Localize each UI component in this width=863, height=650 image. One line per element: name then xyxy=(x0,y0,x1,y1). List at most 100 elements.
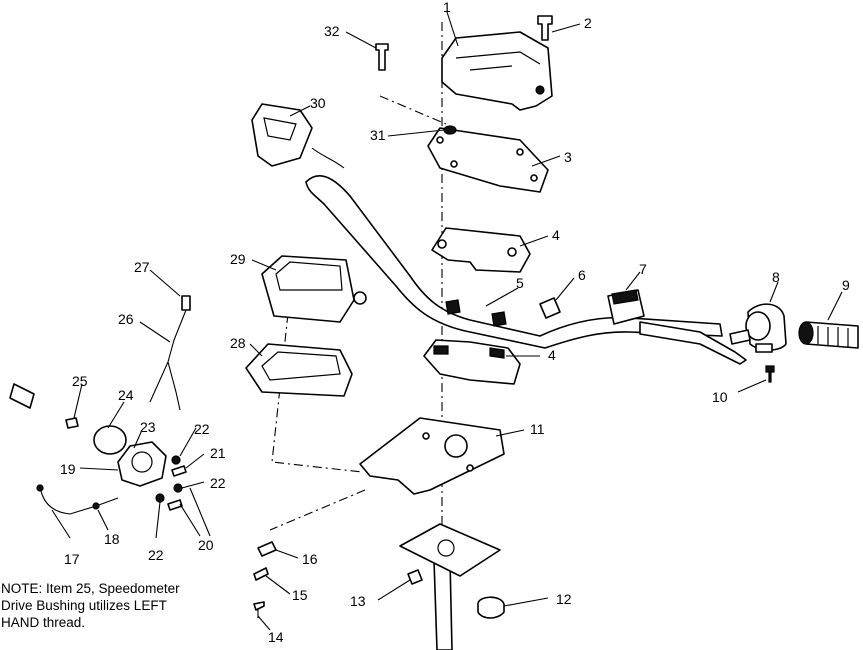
callout-26: 26 xyxy=(118,311,134,327)
screw-21 xyxy=(171,465,187,477)
callout-19: 19 xyxy=(60,461,76,477)
mounting-bracket xyxy=(359,417,505,495)
callout-5: 5 xyxy=(516,275,524,291)
screw-23 xyxy=(65,417,79,429)
lower-clamp-knurl-2 xyxy=(489,347,505,359)
throttle-screw xyxy=(765,365,775,383)
brake-lever xyxy=(639,321,747,365)
callout-3: 3 xyxy=(564,149,572,165)
nut-22-c xyxy=(155,493,165,503)
lower-clamp-knurl-1 xyxy=(433,345,449,355)
handlebar-knurl-1 xyxy=(445,299,461,315)
throttle-lever xyxy=(729,329,751,345)
key-15 xyxy=(253,567,269,581)
speedometer-face xyxy=(275,261,343,291)
steering-post xyxy=(433,559,453,650)
seal-24 xyxy=(93,425,127,455)
callout-21: 21 xyxy=(210,445,226,461)
speedometer-note: NOTE: Item 25, Speedometer Drive Bushing… xyxy=(1,580,241,631)
key-16 xyxy=(257,541,277,557)
mounting-bracket-hole-1 xyxy=(422,432,430,440)
note-line-1: NOTE: Item 25, Speedometer xyxy=(1,581,180,596)
speedometer-cover xyxy=(245,343,353,397)
bolt32-axis-line xyxy=(379,95,447,125)
cover-bolt-hole xyxy=(535,85,545,95)
callout-22-bottom: 22 xyxy=(148,547,164,563)
callout-14: 14 xyxy=(268,629,284,645)
callout-30: 30 xyxy=(310,95,326,111)
callout-32: 32 xyxy=(324,23,340,39)
base-plate xyxy=(399,523,501,577)
callout-4-upper: 4 xyxy=(552,227,560,243)
throttle-housing-bore xyxy=(745,311,771,341)
callout-8: 8 xyxy=(772,269,780,285)
nut-22-a xyxy=(171,455,181,465)
switch-housing xyxy=(251,103,313,167)
handlebar-cover xyxy=(441,31,553,111)
callout-1: 1 xyxy=(443,0,451,15)
callout-6: 6 xyxy=(578,267,586,283)
steering-nut xyxy=(407,569,423,585)
handgrip xyxy=(805,321,859,349)
switch-wires xyxy=(311,147,345,169)
callout-10: 10 xyxy=(712,389,728,405)
drive-housing-bore xyxy=(131,451,153,473)
callout-15: 15 xyxy=(292,587,308,603)
callout-28: 28 xyxy=(230,335,246,351)
note-line-3: HAND thread. xyxy=(1,615,86,630)
speedometer-cable xyxy=(149,309,187,411)
callout-24: 24 xyxy=(118,387,134,403)
sensor-wire-17 xyxy=(39,485,119,515)
cap-plate xyxy=(427,127,549,193)
nut-22-b xyxy=(173,483,183,493)
callout-7: 7 xyxy=(639,261,647,277)
speedometer-axis-line xyxy=(271,294,363,473)
bushing xyxy=(539,297,561,319)
bushing-25 xyxy=(9,383,35,409)
sensor-17-end xyxy=(36,484,44,492)
callout-9: 9 xyxy=(842,277,850,293)
washer xyxy=(443,125,457,135)
handlebar-cover-top xyxy=(455,51,541,71)
brake-lever-clamp-top xyxy=(611,289,639,305)
upper-clamp-hole-2 xyxy=(507,247,517,257)
callout-17: 17 xyxy=(64,551,80,567)
callout-25: 25 xyxy=(72,373,88,389)
callout-13: 13 xyxy=(350,593,366,609)
upper-clamp xyxy=(431,227,531,273)
mounting-bracket-bore xyxy=(444,434,468,458)
callout-16: 16 xyxy=(302,551,318,567)
switch-housing-detail xyxy=(263,117,297,141)
handgrip-end xyxy=(798,321,814,345)
screw-20 xyxy=(167,499,183,511)
callout-20: 20 xyxy=(198,537,214,553)
cap-plate-hole-2 xyxy=(516,148,524,156)
callout-23: 23 xyxy=(140,419,156,435)
base-plate-hole xyxy=(437,539,455,557)
speedometer-knob xyxy=(353,291,367,305)
mounting-bracket-hole-2 xyxy=(466,464,474,472)
handlebar-knurl-2 xyxy=(491,311,507,327)
cable-fitting-27 xyxy=(181,295,191,311)
handgrip-ribs xyxy=(817,326,849,347)
callout-12: 12 xyxy=(556,591,572,607)
cover-bolt xyxy=(537,15,553,41)
cap-plate-hole-1 xyxy=(436,136,444,144)
callout-2: 2 xyxy=(584,15,592,31)
note-line-2: Drive Bushing utilizes LEFT xyxy=(1,598,167,613)
throttle-housing-base xyxy=(755,343,773,353)
mount-bolt xyxy=(375,43,389,71)
pin-14 xyxy=(253,601,265,611)
cap-plate-hole-3 xyxy=(450,160,458,168)
callout-31: 31 xyxy=(370,127,386,143)
callout-22: 22 xyxy=(194,421,210,437)
callout-11: 11 xyxy=(530,421,545,437)
clip-18 xyxy=(92,502,100,510)
callout-18: 18 xyxy=(104,531,120,547)
cable-axis-line xyxy=(269,489,366,531)
cap-plate-hole-4 xyxy=(530,174,538,182)
callout-22-middle: 22 xyxy=(210,475,226,491)
leader-lines xyxy=(51,11,843,631)
steering-clamp xyxy=(477,596,505,619)
